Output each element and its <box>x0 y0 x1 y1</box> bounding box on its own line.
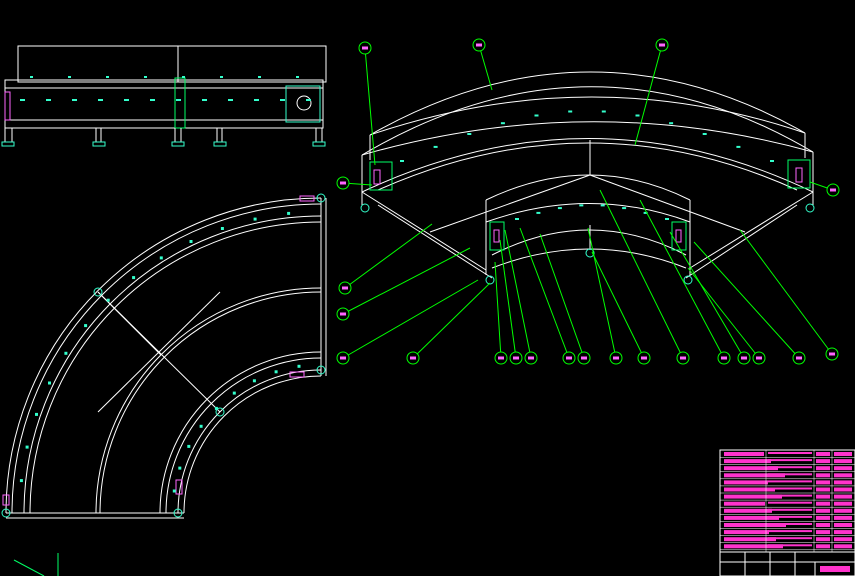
plan-outer-arc-1 <box>5 197 322 514</box>
isometric-view <box>360 71 815 285</box>
iso-inner-wall-top <box>485 174 691 201</box>
iso-right-drive-bracket <box>787 159 811 189</box>
leader-line <box>412 282 491 359</box>
leader-line <box>499 239 517 359</box>
leader-line <box>342 279 479 359</box>
leader-line <box>364 47 376 166</box>
ucs-axis-icon <box>13 553 59 576</box>
title-block-row <box>720 452 855 458</box>
balloon-b12 <box>752 351 766 365</box>
leader-line <box>494 261 502 359</box>
plan-view <box>1 193 327 519</box>
title-block-row <box>720 480 855 487</box>
balloon-b10 <box>717 351 731 365</box>
title-block-row <box>720 473 855 480</box>
iso-left-frame-1 <box>361 191 487 271</box>
balloon-b5 <box>562 351 576 365</box>
plan-mid-arc <box>95 287 322 514</box>
leader-lines <box>342 44 834 359</box>
iso-left-drive-bracket <box>369 161 393 191</box>
front-top-rail <box>17 45 327 83</box>
leader-line <box>539 233 585 359</box>
iso-inner-belt <box>491 229 687 256</box>
leader-line <box>639 199 725 359</box>
leader-line <box>591 251 645 359</box>
leader-line <box>739 229 833 355</box>
iso-cross-member <box>429 174 591 233</box>
iso-outer-belt <box>361 138 814 193</box>
leader-line <box>478 44 493 91</box>
balloon-left-2 <box>338 281 352 295</box>
balloon-left-1 <box>336 176 350 190</box>
balloon-left-3 <box>336 307 350 321</box>
balloon-b6 <box>577 351 591 365</box>
balloon-3 <box>655 38 669 52</box>
front-elevation-view <box>1 45 327 147</box>
balloon-b13 <box>825 347 839 361</box>
balloon-left-4 <box>336 351 350 365</box>
leader-line <box>342 247 471 315</box>
title-block <box>719 449 855 576</box>
front-drive-unit <box>285 85 321 123</box>
title-block-frame <box>719 449 855 576</box>
balloon-b2 <box>494 351 508 365</box>
balloon-b11 <box>737 351 751 365</box>
balloon-2 <box>472 38 486 52</box>
balloon-b7 <box>609 351 623 365</box>
title-block-row <box>720 523 855 529</box>
front-main-body <box>4 79 324 129</box>
leader-line <box>599 189 684 359</box>
plan-outer-arc-2 <box>23 215 322 514</box>
title-block-name-field <box>820 566 850 572</box>
leader-line <box>519 227 570 359</box>
balloon-b9 <box>676 351 690 365</box>
leader-line <box>669 231 745 359</box>
iso-right-frame-1 <box>689 191 814 269</box>
title-block-row <box>720 466 855 472</box>
leader-line <box>504 229 532 359</box>
balloon-b13 <box>792 351 806 365</box>
title-block-row <box>720 544 855 551</box>
balloon-right-1 <box>826 183 840 197</box>
balloon-b4 <box>524 351 538 365</box>
title-block-row <box>720 537 855 543</box>
balloon-b1 <box>406 351 420 365</box>
leader-line <box>587 227 617 359</box>
title-block-row <box>720 508 855 515</box>
balloon-b3 <box>509 351 523 365</box>
leader-line <box>634 44 663 146</box>
leader-line <box>344 223 433 289</box>
title-block-row <box>720 515 855 522</box>
front-drive-pulley <box>296 95 312 111</box>
iso-outer-wall-top <box>361 86 814 156</box>
leader-line <box>687 267 760 359</box>
balloon-1 <box>358 41 372 55</box>
front-center-bracket <box>174 77 186 129</box>
title-block-row <box>720 487 855 494</box>
balloon-b8 <box>637 351 651 365</box>
title-block-row <box>720 459 855 465</box>
plan-leg-2 <box>215 407 225 417</box>
plan-leg-1 <box>93 287 103 297</box>
balloon-callouts <box>336 38 840 365</box>
leader-line <box>693 241 800 359</box>
title-block-row <box>720 501 855 508</box>
title-block-row <box>720 530 855 536</box>
title-block-row <box>720 494 855 501</box>
